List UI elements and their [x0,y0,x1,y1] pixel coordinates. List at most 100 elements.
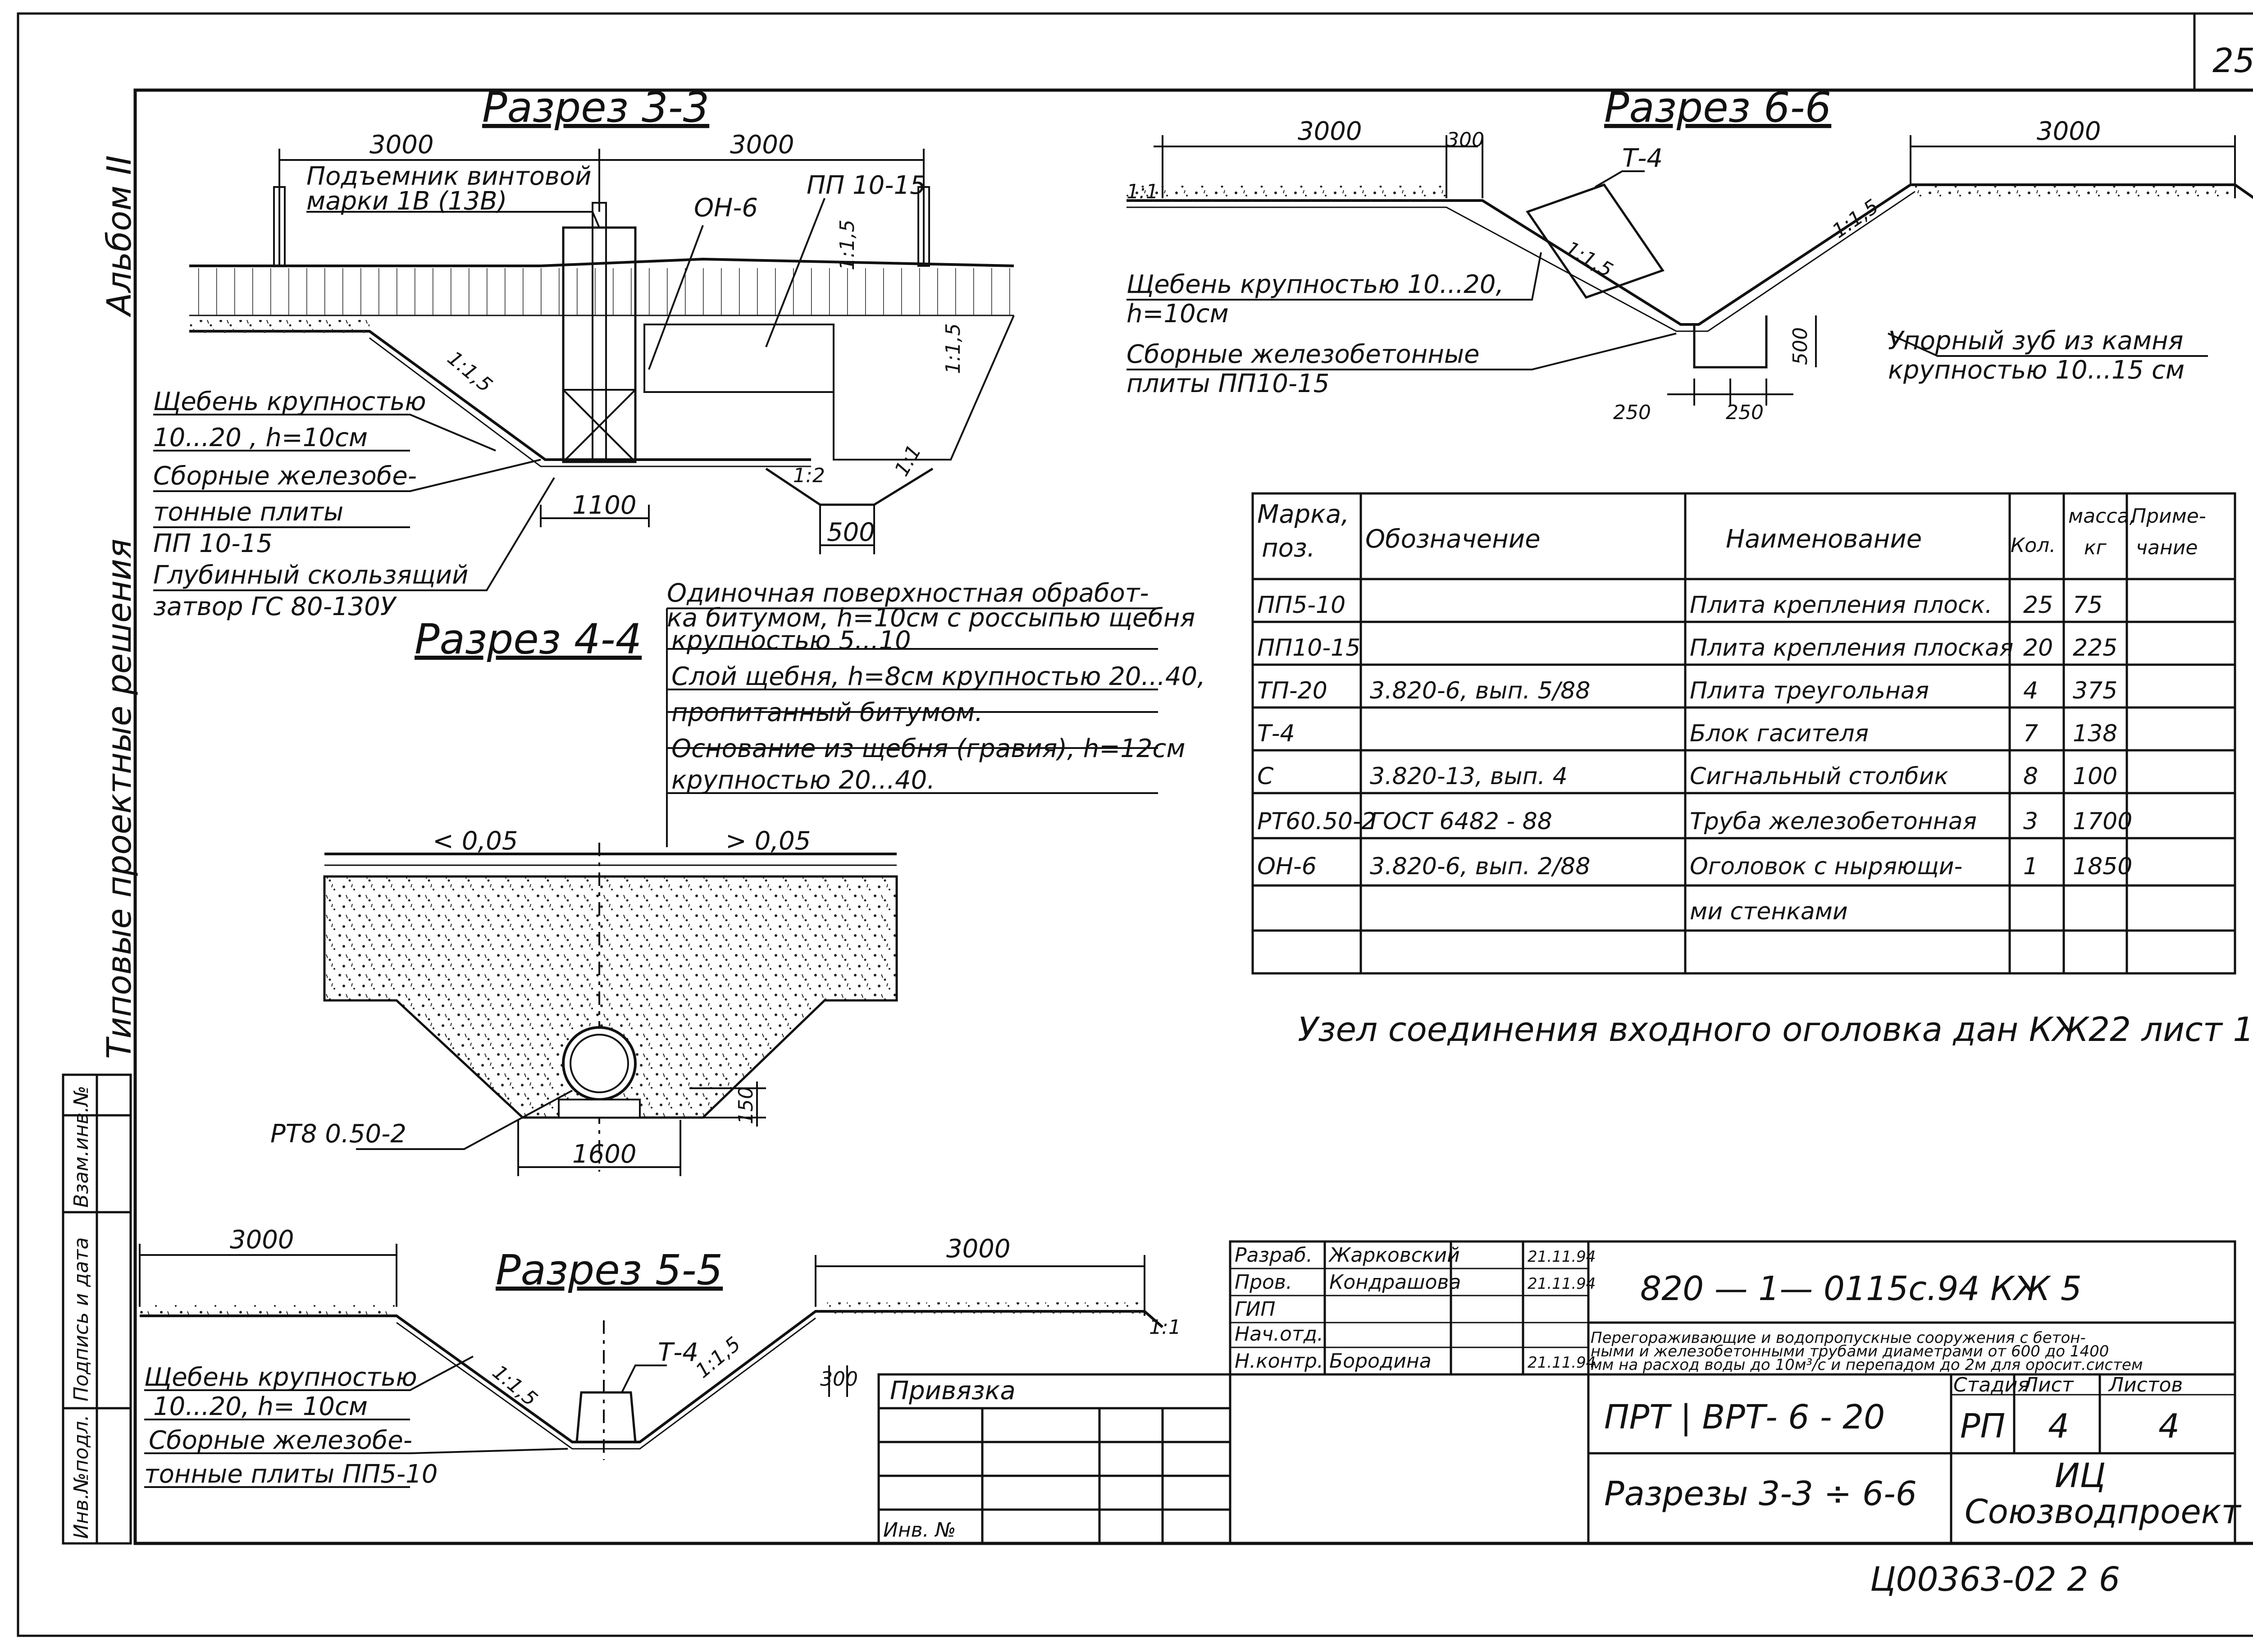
s44-note-6: Основание из щебня (гравия), h=12см [671,734,1186,763]
s55-note-2: 10...20, h= 10см [153,1392,368,1421]
s33-dim-500: 500 [827,518,875,547]
spec-cell: Плита крепления плоская [1690,634,2013,662]
section-5-5-title: Разрез 5-5 [496,1246,723,1294]
spec-cell: РТ60.50-2 [1257,808,1376,835]
s44-note-3: крупностью 5...10 [671,626,911,655]
spec-cell: 1850 [2073,853,2132,880]
role-name: Бородина [1329,1350,1432,1373]
s44-dim-1600: 1600 [572,1140,637,1169]
s55-note-3: Сборные железобе- [149,1426,412,1455]
s33-slope-d: 1:2 [793,464,825,487]
spec-cell: 4 [2023,677,2038,704]
s66-stop-1: Упорный зуб из камня [1888,326,2183,356]
connection-note: Узел соединения входного оголовка дан КЖ… [1298,1010,2253,1049]
spec-header-mark-2: поз. [1262,534,1315,563]
stamp-signature-date: Подпись и дата [70,1237,93,1401]
s44-slope-right: > 0,05 [725,826,811,856]
s33-dim-left: 3000 [369,130,434,160]
s55-note-4: тонные плиты ПП5-10 [144,1460,438,1489]
spec-cell: 3.820-6, вып. 5/88 [1370,677,1590,704]
spec-cell: Труба железобетонная [1690,808,1977,835]
album-label: Альбом II [100,155,139,317]
section-3-3: Разрез 3-3 [153,83,1015,621]
section-4-4: Разрез 4-4 Одиночная пове [270,579,1205,1176]
spec-header-mass: масса, [2068,505,2136,528]
spec-cell: 75 [2073,592,2102,619]
description-line-2: ными и железобетонными трубами диаметрам… [1591,1342,2109,1360]
role-label: ГИП [1235,1298,1276,1321]
s55-dim-left: 3000 [230,1225,294,1255]
section-6-6: Разрез 6-6 [1126,83,2253,424]
s33-note-5: ПП 10-15 [153,529,273,558]
s66-stop-2: крупностью 10...15 см [1888,356,2185,385]
spec-header-note-2: чание [2136,536,2198,559]
title-block [1229,1240,2236,1545]
s55-t4: Т-4 [658,1338,698,1367]
s33-slope-e: 1:1 [890,441,926,480]
spec-cell: 3 [2023,808,2038,835]
s33-note-2: 10...20 , h=10см [153,423,368,452]
section-3-3-title: Разрез 3-3 [482,83,709,132]
spec-cell: Плита крепления плоск. [1690,592,1993,619]
s55-dim-right: 3000 [946,1234,1011,1264]
side-stamp [62,1073,132,1545]
spec-cell: ми стенками [1690,898,1848,925]
s55-slope-right: 1:1,5 [691,1333,745,1383]
spec-cell: 25 [2023,592,2053,619]
sheet-value: 4 [2048,1407,2069,1446]
s33-gate-2: затвор ГС 80-130У [153,592,397,621]
s44-note-4: Слой щебня, h=8см крупностью 20...40, [671,662,1205,691]
spec-cell: 3.820-13, вып. 4 [1370,763,1568,790]
s44-dim-150: 150 [734,1086,757,1124]
s55-note-1: Щебень крупностью [144,1363,417,1392]
spec-cell: 3.820-6, вып. 2/88 [1370,853,1590,880]
s66-slope-b: 1:1,5 [1828,195,1883,243]
document-code: 820 — 1— 0115с.94 КЖ 5 [1640,1269,2082,1308]
s66-note-1: Щебень крупностью 10...20, [1126,270,1504,299]
role-label: Нач.отд. [1235,1323,1323,1346]
role-name: Кондрашова [1329,1271,1461,1294]
org-line-2: Союзводпроект [1965,1492,2241,1531]
s33-note-3: Сборные железобе- [153,461,417,491]
s66-note-2: h=10см [1126,299,1229,329]
spec-cell: 8 [2023,763,2038,790]
spec-header-mark: Марка, [1257,500,1349,529]
s33-slope-b: 1:1,5 [836,219,859,270]
binding-label: Привязка [890,1376,1016,1406]
s66-dim-right: 3000 [2037,117,2101,146]
spec-table: Марка, поз. Обозначение Наименование Кол… [1251,492,2236,975]
role-label: Пров. [1235,1271,1292,1294]
s44-note-1: Одиночная поверхностная обработ- [667,579,1149,608]
s33-oh6: ОН-6 [694,193,758,223]
s33-dim-right: 3000 [730,130,794,160]
s33-pp: ПП 10-15 [807,171,926,200]
sheet-title: Разрезы 3-3 ÷ 6-6 [1604,1474,1917,1513]
s33-slope-c: 1:1,5 [942,323,965,374]
inv-number-label: Инв. № [883,1519,956,1542]
spec-cell: ПП10-15 [1257,634,1360,662]
spec-cell: Сигнальный столбик [1690,763,1948,790]
description-line-1: Перегораживающие и водопропускные сооруж… [1591,1329,2086,1347]
sheet-header: Лист [2022,1374,2074,1396]
sheets-value: 4 [2158,1407,2180,1446]
s33-note-4: тонные плиты [153,497,343,527]
spec-header-mass-2: кг [2084,536,2107,559]
s66-note-3: Сборные железобетонные [1126,340,1479,369]
role-name: Жарковский [1328,1244,1460,1267]
s66-dim-500: 500 [1789,327,1812,365]
s55-dim-300: 300 [820,1368,858,1391]
spec-header-designation: Обозначение [1365,525,1541,554]
spec-cell: 1 [2023,853,2038,880]
section-4-4-title: Разрез 4-4 [415,615,642,663]
stamp-inv-podl: Инв.№подл. [70,1415,93,1539]
role-date: 21.11.94 [1528,1248,1596,1266]
s44-pipe-label: РТ8 0.50-2 [270,1119,406,1149]
spec-cell: Оголовок с ныряющи- [1690,853,1962,880]
spec-cell: 375 [2073,677,2117,704]
stamp-vzam-inv: Взам.инв.№ [70,1086,93,1208]
stage-value: РП [1960,1407,2005,1446]
role-date: 21.11.94 [1528,1354,1596,1372]
